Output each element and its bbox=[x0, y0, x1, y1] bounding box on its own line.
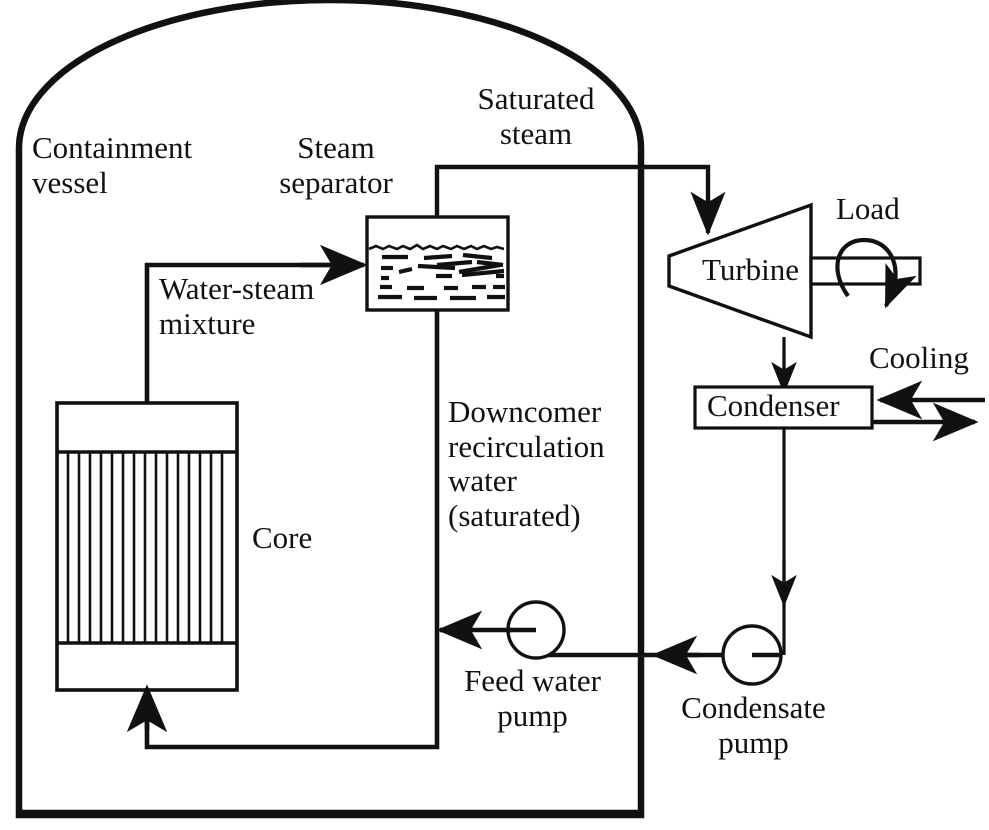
label-downcomer: Downcomer recirculation water (saturated… bbox=[448, 394, 605, 534]
label-steam-separator: Steam separator bbox=[279, 130, 393, 200]
fuel-rod-group bbox=[66, 452, 224, 643]
label-condenser: Condenser bbox=[707, 388, 840, 423]
label-turbine: Turbine bbox=[702, 252, 800, 287]
label-saturated-steam: Saturated steam bbox=[477, 81, 595, 151]
label-containment-vessel: Containment vessel bbox=[32, 130, 193, 200]
turbine-body bbox=[667, 202, 813, 340]
containment-vessel-outline bbox=[15, 0, 645, 819]
label-feed-water-pump: Feed water pump bbox=[464, 663, 601, 733]
label-core: Core bbox=[252, 520, 313, 555]
separator-water-level bbox=[368, 243, 505, 251]
water-steam-mixture-line bbox=[144, 262, 340, 403]
generator-shaft bbox=[809, 256, 922, 286]
label-water-steam-mixture: Water-steam mixture bbox=[159, 271, 315, 341]
label-cooling: Cooling bbox=[869, 340, 969, 375]
separator-two-phase-marks bbox=[378, 252, 505, 301]
label-load: Load bbox=[836, 191, 900, 226]
load-rotation-arrow bbox=[835, 237, 917, 309]
label-condensate-pump: Condensate pump bbox=[681, 690, 826, 760]
